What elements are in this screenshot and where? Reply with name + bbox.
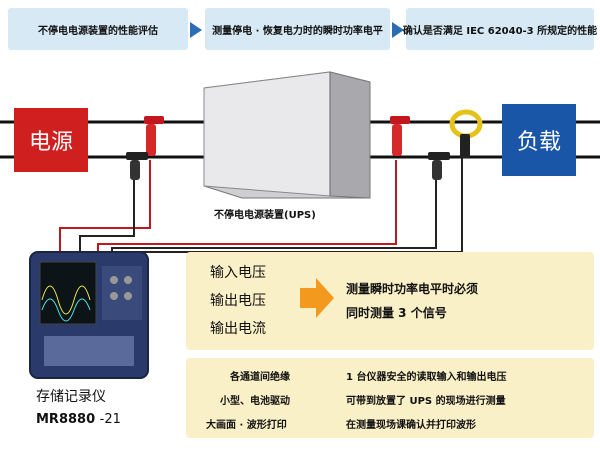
signal-item: 输出电压 [210, 293, 266, 309]
step-3: 确认是否满足 IEC 62040-3 所规定的性能 [403, 8, 597, 50]
load-box: 负载 [502, 104, 576, 176]
feature-left: 各通道间绝缘 [230, 372, 290, 383]
step-arrow-icon [190, 22, 202, 38]
feature-left: 小型、电池驱动 [220, 396, 290, 407]
signal-result: 测量瞬时功率电平时必须 [346, 282, 479, 296]
power-source-box: 电源 [14, 108, 88, 172]
memory-recorder-icon [29, 251, 149, 379]
black-clip-icon [126, 152, 148, 180]
feature-right: 在测量现场课确认并打印波形 [346, 420, 476, 431]
step-arrow-icon [392, 22, 404, 38]
signals-panel [186, 252, 594, 350]
features-panel [186, 358, 594, 438]
recorder-model-number: MR8880 [36, 412, 96, 427]
signal-item: 输入电压 [210, 265, 266, 281]
ups-cabinet-icon [203, 71, 371, 199]
feature-right: 1 台仪器安全的读取输入和输出电压 [346, 372, 507, 383]
step-1: 不停电电源装置的性能评估 [8, 8, 188, 50]
recorder-model: MR8880 -21 [36, 412, 121, 427]
recorder-model-suffix: -21 [99, 412, 121, 427]
red-clip-icon [144, 116, 164, 156]
recorder-name: 存储记录仪 [36, 389, 106, 405]
feature-left: 大画面 · 波形打印 [206, 420, 287, 431]
black-clip-icon [428, 152, 450, 180]
current-clamp-icon [449, 109, 483, 158]
signal-item: 输出电流 [210, 321, 266, 337]
step-2: 测量停电 · 恢复电力时的瞬时功率电平 [205, 8, 390, 50]
ups-label: 不停电电源装置(UPS) [214, 210, 316, 221]
red-clip-icon [390, 116, 410, 156]
signal-result: 同时测量 3 个信号 [346, 306, 447, 320]
feature-right: 可带到放置了 UPS 的现场进行测量 [346, 396, 506, 407]
